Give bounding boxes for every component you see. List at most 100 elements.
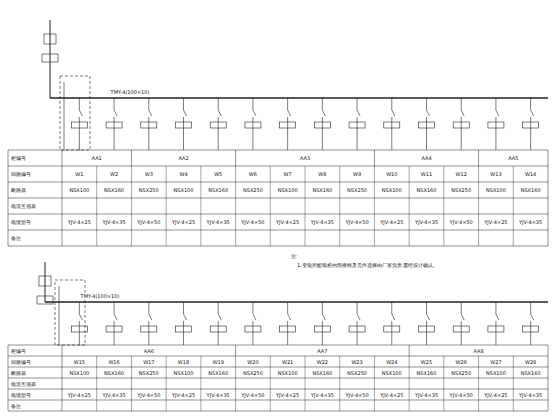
breaker-symbol — [357, 110, 360, 116]
table-line — [8, 356, 548, 357]
table-cell-text: W4 — [178, 171, 188, 177]
ct-box — [210, 326, 226, 332]
table-cell-text: NSX160 — [520, 187, 542, 193]
ct-box — [384, 326, 400, 332]
table-line — [96, 166, 97, 246]
table-cell-text: YJV-4×50 — [240, 392, 265, 398]
ct-box — [106, 122, 122, 128]
table-cell-text: YJV-4×25 — [275, 219, 300, 225]
table-line — [8, 214, 548, 215]
branch-wire — [357, 98, 358, 110]
table-cell-text: W23 — [350, 359, 363, 365]
table-line — [131, 356, 132, 411]
breaker-symbol — [531, 110, 534, 116]
breaker-symbol — [322, 110, 325, 116]
table-line — [443, 166, 444, 246]
breaker-symbol — [427, 110, 430, 116]
branch-wire — [114, 98, 115, 110]
table-cell-text: NSX160 — [416, 370, 438, 376]
ct-box — [245, 122, 261, 128]
table-line — [478, 150, 479, 166]
branch-wire — [287, 98, 288, 110]
branch-wire — [495, 321, 496, 345]
table-line — [8, 389, 548, 390]
table-line — [96, 356, 97, 411]
table-cell-text: YJV-4×50 — [240, 219, 265, 225]
table-cell-text: AA8 — [472, 348, 484, 354]
table-cell-text: AA7 — [316, 348, 328, 354]
table-cell-text: W12 — [455, 171, 468, 177]
table-cell-text: W25 — [420, 359, 433, 365]
table-cell-text: NSX160 — [207, 187, 229, 193]
table-cell-text: W5 — [213, 171, 223, 177]
breaker-symbol — [461, 314, 464, 320]
ct-box — [488, 122, 504, 128]
branch-wire — [322, 302, 323, 314]
table-cell-text: W21 — [281, 359, 294, 365]
cabinet-outline — [55, 280, 85, 345]
branch-wire — [530, 302, 531, 314]
table-cell-text: 柜编号 — [10, 155, 27, 161]
branch-wire — [357, 321, 358, 345]
table-cell-text: YJV-4×35 — [518, 392, 543, 398]
table-cell-text: W13 — [489, 171, 502, 177]
table-cell-text: NSX250 — [138, 187, 160, 193]
breaker-symbol — [218, 110, 221, 116]
ct-box — [141, 326, 157, 332]
branch-wire — [357, 302, 358, 314]
table-cell-text: NSX160 — [416, 187, 438, 193]
table-cell-text: 电缆型号 — [10, 392, 32, 398]
breaker-symbol — [531, 314, 534, 320]
table-cell-text: W9 — [352, 171, 362, 177]
table-cell-text: NSX160 — [103, 187, 125, 193]
incoming-breaker-box — [39, 276, 51, 286]
table-cell-text: YJV-4×25 — [483, 219, 508, 225]
table-line — [8, 367, 548, 368]
table-line — [200, 166, 201, 246]
ct-box — [176, 122, 192, 128]
breaker-symbol — [79, 110, 82, 116]
table-cell-text: YJV-4×35 — [310, 219, 335, 225]
branch-wire — [218, 321, 219, 345]
table-line — [305, 356, 306, 411]
table-cell-text: YJV-4×50 — [136, 219, 161, 225]
table-cell-text: W2 — [109, 171, 119, 177]
table-line — [409, 356, 410, 411]
breaker-symbol — [149, 314, 152, 320]
table-cell-text: 备注 — [10, 235, 22, 241]
cabinet-outline — [60, 76, 90, 150]
dashed-link — [59, 286, 60, 345]
branch-wire — [79, 321, 80, 345]
table-cell-text: W20 — [246, 359, 259, 365]
table-line — [8, 198, 548, 199]
branch-wire — [79, 98, 80, 110]
branch-wire — [183, 321, 184, 345]
table-line — [548, 345, 549, 411]
table-line — [8, 246, 548, 247]
table-cell-text: 电流互感器 — [10, 381, 37, 387]
ct-box — [349, 326, 365, 332]
table-cell-text: NSX100 — [277, 187, 299, 193]
table-line — [270, 356, 271, 411]
table-cell-text: TMY-4(100×10) — [80, 293, 121, 299]
table-cell-text: YJV-4×50 — [449, 219, 474, 225]
breaker-symbol — [253, 110, 256, 116]
breaker-symbol — [357, 314, 360, 320]
table-cell-text: NSX100 — [277, 370, 299, 376]
table-line — [235, 356, 236, 411]
breaker-symbol — [461, 110, 464, 116]
branch-wire — [183, 98, 184, 110]
breaker-symbol — [496, 110, 499, 116]
table-cell-text: 断路器 — [10, 187, 27, 193]
branch-wire — [148, 302, 149, 314]
table-cell-text: NSX250 — [138, 370, 160, 376]
meter-box — [37, 296, 53, 304]
table-cell-text: NSX250 — [242, 370, 264, 376]
table-cell-text: NSX100 — [68, 187, 90, 193]
branch-wire — [287, 302, 288, 314]
table-cell-text: YJV-4×35 — [414, 392, 439, 398]
branch-wire — [114, 321, 115, 345]
table-line — [235, 166, 236, 246]
table-line — [166, 356, 167, 411]
